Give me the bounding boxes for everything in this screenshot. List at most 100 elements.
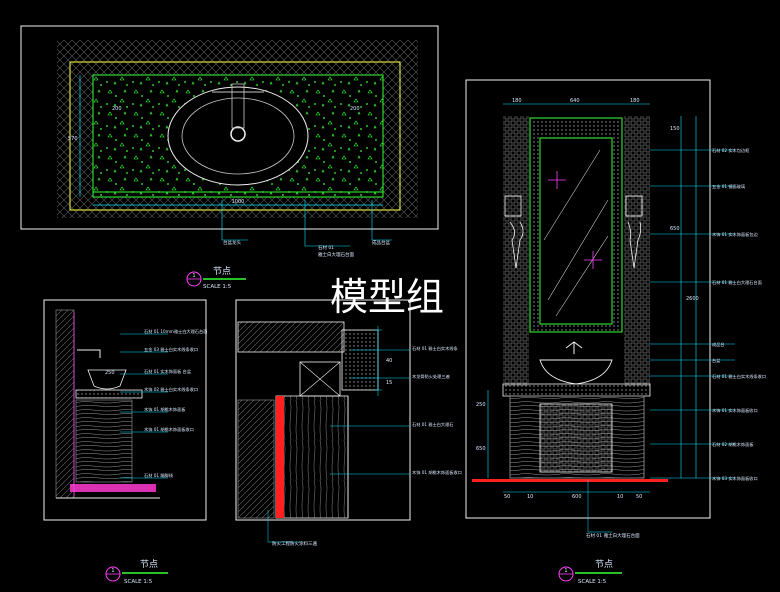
plan-basin-inner xyxy=(181,97,295,175)
elevation-label-6: 石材 01 雅士白实木线条收口 xyxy=(712,373,766,380)
section-mid-label-2: 石材 01 雅士白大理石 xyxy=(412,421,454,428)
elevation-top-dim-2: 180 xyxy=(630,98,640,104)
node-c-mark: 1 xyxy=(564,568,567,574)
section-left-cabinet xyxy=(75,399,133,483)
section-left-label-6: 石材 01 踢脚线 xyxy=(144,472,174,479)
plan-leader-1 xyxy=(221,200,248,241)
elevation-label-4: 成品台 xyxy=(712,341,725,348)
plan-label-1: 石材 01 xyxy=(318,244,334,251)
node-c-title: 节点 xyxy=(595,559,613,570)
section-mid-edge-strip xyxy=(276,396,284,518)
section-left-label-1: 五金 03 雅士白实木线条收口 xyxy=(144,346,198,353)
node-title-a: 1 节点 SCALE 1:5 xyxy=(186,266,246,290)
elevation-mirror-glass xyxy=(539,137,613,325)
elevation-basin-icon xyxy=(539,359,613,385)
section-left-dim: 250 xyxy=(105,370,115,376)
elevation-countertop xyxy=(502,383,651,397)
section-mid-bottom-label: 防火工程防火涂料三遍 xyxy=(272,540,317,547)
elevation-view: 180 640 180 150 650 2600 250 650 50 10 6… xyxy=(465,79,766,539)
elevation-bottom-dim-1: 10 xyxy=(527,494,533,500)
elevation-floor-line xyxy=(472,479,668,482)
section-mid-top-slab xyxy=(237,321,345,353)
node-b-mark: 1 xyxy=(111,568,114,574)
node-a-scale: SCALE 1:5 xyxy=(203,284,232,290)
section-mid-wall-left xyxy=(237,399,275,519)
elevation-bottom-dim-4: 50 xyxy=(636,494,642,500)
node-b-title: 节点 xyxy=(140,559,158,570)
elevation-label-3: 石材 01 雅士白大理石台面 xyxy=(712,279,762,286)
elevation-cabinet-door xyxy=(539,403,613,473)
elevation-left-dim-1: 650 xyxy=(476,446,486,452)
section-left-label-0: 石材 01 10mm雅士白大理石台面 xyxy=(144,328,207,335)
elevation-label-7: 木饰 01 实木饰面板收口 xyxy=(712,407,758,414)
section-left-label-4: 木饰 01 胡桃木饰面板 xyxy=(144,406,186,413)
plan-dim-height: 570 xyxy=(68,136,78,142)
elevation-left-dim-0: 250 xyxy=(476,402,486,408)
section-mid-bottom-leader xyxy=(267,510,300,543)
plan-label-2: 雅士白大理石台面 xyxy=(318,251,354,258)
elevation-wall-right xyxy=(624,116,650,386)
section-left-label-3: 木饰 02 雅士白实木线条收口 xyxy=(144,386,198,393)
plan-frame xyxy=(20,25,439,230)
plan-counter-outline xyxy=(69,61,401,211)
node-a-title: 节点 xyxy=(213,266,231,277)
section-left-leaders xyxy=(120,333,168,479)
watermark-text: 模型组 xyxy=(330,275,444,319)
elevation-mirror-cross-icon xyxy=(548,171,602,269)
section-mid-label-0: 石材 01 雅士白实木线条 xyxy=(412,345,458,352)
section-left-basin-icon xyxy=(87,369,127,390)
section-mid-view: 40 15 石材 01 雅士白实木线条 木龙骨防火处理三遍 石材 01 雅士白大… xyxy=(235,299,462,547)
plan-dim-left: 200 xyxy=(112,106,122,112)
plan-faucet-icon xyxy=(231,83,245,129)
elevation-right-dim-2: 2600 xyxy=(686,296,699,302)
elevation-faucet-icon xyxy=(565,341,583,354)
elevation-right-dim-1: 650 xyxy=(670,226,680,232)
plan-leader-3 xyxy=(371,200,392,241)
section-left-label-5: 木饰 01 胡桃木饰面板收口 xyxy=(144,426,194,433)
section-left-label-2: 石材 01 实木饰面板 台盆 xyxy=(144,368,192,375)
elevation-label-8: 石材 02 胡桃木饰面板 xyxy=(712,441,754,448)
section-left-floor xyxy=(70,484,156,492)
section-mid-stone-edge xyxy=(341,329,379,391)
plan-label-0: 台盆龙头 xyxy=(223,239,241,246)
plan-drain-icon xyxy=(230,126,246,142)
elevation-wall-lamp-right-icon xyxy=(625,195,643,269)
node-title-c: 1 节点 SCALE 1:5 xyxy=(558,559,622,585)
elevation-top-dim-1: 640 xyxy=(570,98,580,104)
section-mid-label-1: 木龙骨防火处理三遍 xyxy=(412,373,451,380)
section-mid-panel xyxy=(275,395,349,519)
elevation-bottom-dim-3: 10 xyxy=(617,494,623,500)
elevation-label-1: 五金 01 镜面玻璃 xyxy=(712,183,745,190)
elevation-wall-left xyxy=(503,116,529,386)
elevation-bottom-dim-0: 50 xyxy=(504,494,510,500)
node-c-scale: SCALE 1:5 xyxy=(578,579,607,585)
plan-label-3: 成品台盆 xyxy=(372,239,390,246)
plan-leader-2 xyxy=(304,200,350,247)
plan-basin-outer xyxy=(167,86,309,186)
elevation-label-9: 木饰 03 实木饰面板收口 xyxy=(712,475,758,482)
section-mid-dim-0: 40 xyxy=(386,358,392,364)
elevation-bottom-dim-2: 600 xyxy=(572,494,582,500)
section-left-wall xyxy=(55,309,75,499)
elevation-label-0: 石材 02 实木包边框 xyxy=(712,147,750,154)
elevation-top-dim-0: 180 xyxy=(512,98,522,104)
elevation-bottom-label: 石材 01 雅士白大理石台面 xyxy=(586,532,640,539)
section-left-countertop xyxy=(75,389,143,399)
node-a-mark: 1 xyxy=(192,273,195,279)
elevation-mirror-reflection xyxy=(543,149,609,317)
elevation-label-2: 木饰 01 实木饰面板包边 xyxy=(712,231,758,238)
elevation-wall-lamp-left-icon xyxy=(504,195,524,269)
section-mid-frame xyxy=(235,299,411,521)
elevation-label-5: 台盆 xyxy=(712,357,721,364)
section-mid-label-3: 木饰 01 胡桃木饰面板收口 xyxy=(412,469,462,476)
plan-view: 1000 570 200 200 台盆龙头 石材 01 雅士白大理石台面 成品台… xyxy=(20,25,439,258)
elevation-bottom-leader xyxy=(587,480,612,533)
plan-dim-right: 200 xyxy=(350,106,360,112)
plan-dim-width: 1000 xyxy=(232,199,245,205)
section-left-faucet-icon xyxy=(77,349,101,358)
elevation-right-dim-0: 150 xyxy=(670,126,680,132)
node-title-b: 1 节点 SCALE 1:5 xyxy=(105,559,168,585)
section-mid-dim-1: 15 xyxy=(386,380,392,386)
node-b-scale: SCALE 1:5 xyxy=(124,579,153,585)
